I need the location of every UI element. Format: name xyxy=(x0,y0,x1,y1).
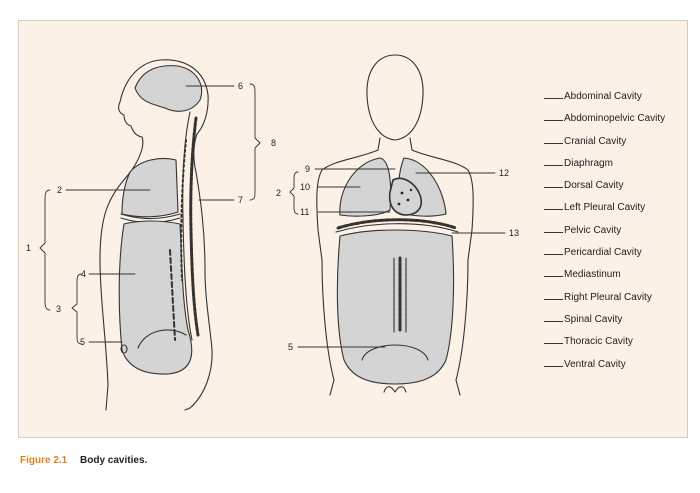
front-spine-core xyxy=(393,257,407,333)
term-label: Right Pleural Cavity xyxy=(564,291,652,303)
term-item: Ventral Cavity xyxy=(544,356,665,378)
term-item: Pelvic Cavity xyxy=(544,222,665,244)
answer-blank[interactable] xyxy=(544,177,563,189)
label-1: 1 xyxy=(26,243,31,253)
abdominopelvic-cavity-front xyxy=(336,229,455,385)
label-7: 7 xyxy=(238,195,243,205)
term-item: Mediastinum xyxy=(544,266,665,288)
term-item: Right Pleural Cavity xyxy=(544,289,665,311)
label-12: 12 xyxy=(499,168,509,178)
front-number-labels: 2 5 9 10 11 12 13 xyxy=(276,164,519,352)
abdominopelvic-cavity-side xyxy=(118,220,193,375)
term-label: Abdominopelvic Cavity xyxy=(564,113,666,125)
term-item: Left Pleural Cavity xyxy=(544,199,665,221)
answer-blank[interactable] xyxy=(544,199,563,211)
torso-sides xyxy=(321,259,469,396)
label-5: 5 xyxy=(80,337,85,347)
term-item: Diaphragm xyxy=(544,155,665,177)
spine-inner xyxy=(180,139,187,281)
answer-blank[interactable] xyxy=(544,244,563,256)
front-view-body xyxy=(316,54,474,396)
bracket-8 xyxy=(249,83,261,201)
label-4: 4 xyxy=(81,269,86,279)
term-item: Abdominopelvic Cavity xyxy=(544,110,665,132)
answer-blank[interactable] xyxy=(544,289,563,300)
term-label: Mediastinum xyxy=(564,269,621,281)
label-2-front: 2 xyxy=(276,188,281,198)
answer-blank[interactable] xyxy=(544,133,563,144)
answer-blank[interactable] xyxy=(544,356,563,367)
term-item: Pericardial Cavity xyxy=(544,244,665,266)
pelvic-cavity-front xyxy=(361,344,429,361)
figure-caption: Figure 2.1 Body cavities. xyxy=(20,455,147,466)
figure-number: Figure 2.1 xyxy=(20,455,68,466)
answer-blank[interactable] xyxy=(544,110,563,122)
bracket-3 xyxy=(71,273,83,345)
term-item: Spinal Cavity xyxy=(544,311,665,333)
spine xyxy=(189,116,200,337)
term-label: Pericardial Cavity xyxy=(564,247,642,259)
term-label: Left Pleural Cavity xyxy=(564,202,646,214)
side-view-body xyxy=(99,59,213,411)
term-label: Thoracic Cavity xyxy=(564,336,633,348)
answer-blank[interactable] xyxy=(544,155,563,166)
groin xyxy=(383,386,407,393)
pelvic-marker xyxy=(120,344,128,354)
diaphragm-front xyxy=(336,218,458,230)
cranial-cavity xyxy=(134,65,203,112)
label-2: 2 xyxy=(57,185,62,195)
diaphragm-front-line xyxy=(335,223,459,233)
neck-shoulders xyxy=(316,137,474,261)
label-13: 13 xyxy=(509,228,519,238)
front-leaders xyxy=(289,168,506,348)
answer-blank[interactable] xyxy=(544,266,563,278)
heart-dots xyxy=(397,188,413,206)
term-item: Thoracic Cavity xyxy=(544,333,665,355)
vertebrae xyxy=(169,249,176,341)
answer-blank[interactable] xyxy=(544,222,563,233)
answer-blank[interactable] xyxy=(544,333,563,345)
thoracic-cavity-side xyxy=(121,157,179,218)
term-label: Dorsal Cavity xyxy=(564,180,624,192)
label-6: 6 xyxy=(238,81,243,91)
bracket-1 xyxy=(39,189,51,311)
term-item: Abdominal Cavity xyxy=(544,88,665,110)
label-5-front: 5 xyxy=(288,342,293,352)
term-label: Diaphragm xyxy=(564,157,613,169)
answer-blank[interactable] xyxy=(544,88,563,99)
figure-title: Body cavities. xyxy=(80,455,148,466)
bracket-2-front xyxy=(289,171,299,215)
head xyxy=(366,54,424,141)
side-number-labels: 1 2 3 4 5 6 7 8 xyxy=(26,81,276,347)
label-9: 9 xyxy=(305,164,310,174)
pelvic-cavity-side xyxy=(137,329,187,349)
term-item: Cranial Cavity xyxy=(544,133,665,155)
label-11: 11 xyxy=(300,207,309,217)
term-label: Pelvic Cavity xyxy=(564,224,622,236)
term-label: Spinal Cavity xyxy=(564,313,623,325)
side-leaders xyxy=(39,83,261,345)
label-10: 10 xyxy=(300,182,310,192)
term-label: Abdominal Cavity xyxy=(564,91,642,102)
side-body-outline xyxy=(99,59,213,411)
label-8: 8 xyxy=(271,138,276,148)
label-3: 3 xyxy=(56,304,61,314)
answer-term-list: Abdominal Cavity Abdominopelvic Cavity C… xyxy=(544,88,665,378)
term-label: Cranial Cavity xyxy=(564,135,627,147)
term-item: Dorsal Cavity xyxy=(544,177,665,199)
term-label: Ventral Cavity xyxy=(564,358,626,370)
answer-blank[interactable] xyxy=(544,311,563,322)
pericardial-cavity xyxy=(388,177,422,216)
